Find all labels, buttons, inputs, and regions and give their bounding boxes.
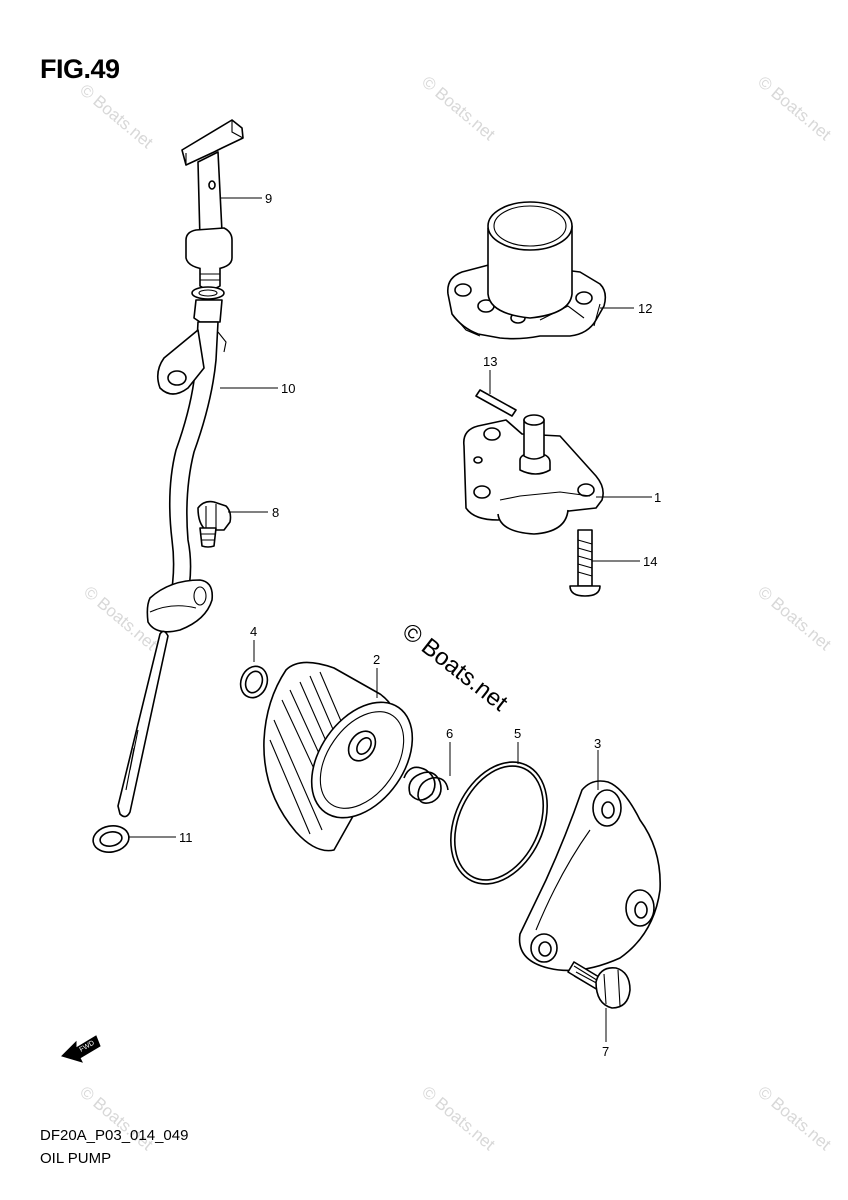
part-number-14: 14 (643, 554, 657, 569)
part-number-12: 12 (638, 301, 652, 316)
bolt-7-part[interactable] (567, 961, 631, 1009)
part-number-8: 8 (272, 505, 279, 520)
part-number-4: 4 (250, 624, 257, 639)
part-number-3: 3 (594, 736, 601, 751)
leader-lines (128, 197, 652, 1042)
pin-13-part[interactable] (475, 389, 517, 417)
o-ring-5-part[interactable] (432, 746, 566, 899)
dipstick-handle-part[interactable] (181, 119, 244, 290)
part-number-10: 10 (281, 381, 295, 396)
part-number-9: 9 (265, 191, 272, 206)
diagram-code: DF20A_P03_014_049 (40, 1127, 189, 1144)
bolt-8-part[interactable] (197, 500, 232, 548)
diagram-name: OIL PUMP (40, 1150, 112, 1167)
part-number-11: 11 (179, 830, 193, 845)
cover-part[interactable] (518, 780, 661, 972)
screw-14-part[interactable] (569, 529, 601, 597)
pump-housing-part[interactable] (446, 201, 607, 340)
part-number-1: 1 (654, 490, 661, 505)
guide-tube-part[interactable] (146, 286, 227, 633)
dipstick-blade-part (117, 630, 169, 818)
o-ring-4-part[interactable] (236, 663, 271, 702)
part-number-5: 5 (514, 726, 521, 741)
oil-filter-part[interactable] (263, 661, 433, 852)
figure-title: FIG.49 (40, 54, 120, 84)
part-number-7: 7 (602, 1044, 609, 1059)
spring-part[interactable] (403, 766, 449, 804)
part-number-6: 6 (446, 726, 453, 741)
oil-pump-body-part[interactable] (462, 414, 604, 535)
o-ring-11-part[interactable] (91, 823, 131, 855)
part-number-13: 13 (483, 354, 497, 369)
fwd-arrow: FWD (61, 1035, 101, 1063)
part-number-2: 2 (373, 652, 380, 667)
part-labels: 1 2 3 4 5 6 7 8 9 10 11 12 13 14 (179, 191, 661, 1059)
